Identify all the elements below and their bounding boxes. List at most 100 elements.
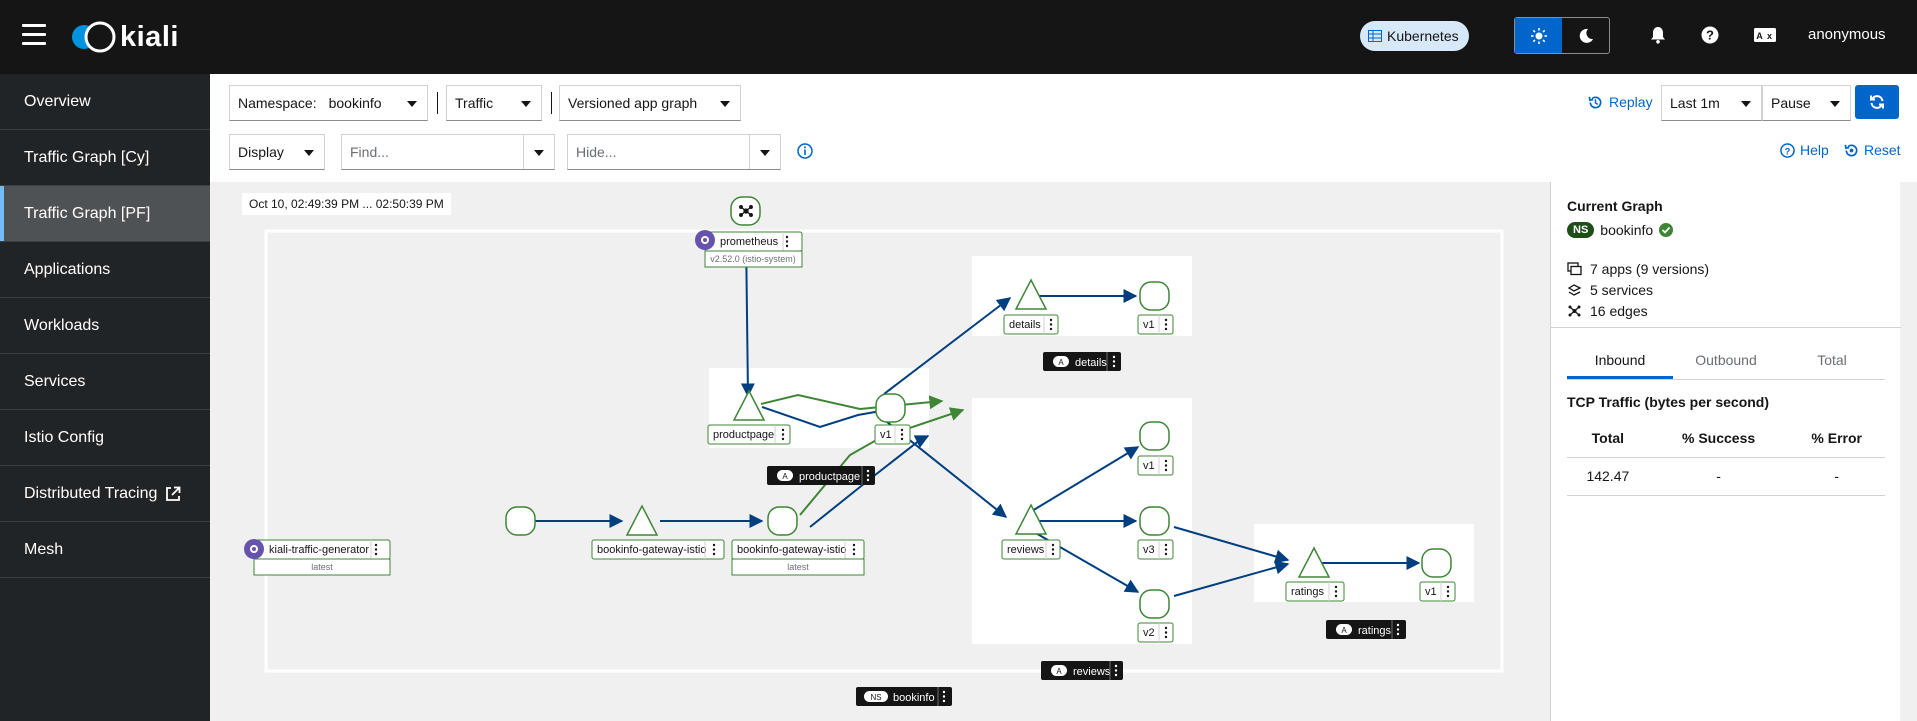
- info-icon[interactable]: [797, 143, 813, 159]
- node-productpage-service[interactable]: productpage: [707, 389, 791, 445]
- tab-outbound[interactable]: Outbound: [1695, 352, 1757, 368]
- kebab-icon[interactable]: [1164, 626, 1168, 639]
- node-reviews-service[interactable]: reviews: [1001, 503, 1061, 560]
- light-theme-button[interactable]: [1515, 18, 1562, 53]
- sidebar-item-label: Mesh: [24, 540, 64, 558]
- kebab-icon[interactable]: [785, 235, 789, 248]
- user-menu[interactable]: anonymous: [1808, 26, 1886, 43]
- box-label-details[interactable]: A details: [1043, 352, 1121, 371]
- find-input[interactable]: Find...: [341, 134, 555, 170]
- kebab-icon[interactable]: [781, 428, 785, 441]
- namespace-select-value: bookinfo: [328, 95, 382, 111]
- hamburger-menu-icon[interactable]: [22, 24, 46, 46]
- divider: [437, 92, 438, 114]
- logo-text: kiali: [120, 20, 179, 53]
- table-header: Total: [1567, 419, 1649, 458]
- box-label-reviews[interactable]: A reviews: [1041, 661, 1123, 680]
- kebab-icon[interactable]: [1051, 543, 1055, 556]
- kebab-icon[interactable]: [900, 428, 904, 441]
- box-label-productpage[interactable]: A productpage: [767, 466, 875, 485]
- edge-gateway-productpage[interactable]: [809, 435, 930, 528]
- edge-productpage-details[interactable]: [883, 297, 1012, 395]
- sidebar-item-mesh[interactable]: Mesh: [0, 522, 210, 578]
- reset-label: Reset: [1864, 142, 1901, 158]
- node-version: latest: [311, 562, 333, 572]
- node-kiali-traffic-generator[interactable]: kiali-traffic-generator latest: [244, 506, 536, 576]
- sidebar-item-applications[interactable]: Applications: [0, 242, 210, 298]
- sidebar-item-distributed-tracing[interactable]: Distributed Tracing: [0, 466, 210, 522]
- kebab-icon[interactable]: [1396, 623, 1400, 636]
- tcp-traffic-table: Total % Success % Error 142.47 - -: [1567, 419, 1885, 496]
- node-ratings-service[interactable]: ratings: [1285, 546, 1345, 602]
- edge-v3-ratings[interactable]: [1173, 526, 1290, 564]
- node-prometheus[interactable]: prometheus v2.52.0 (istio-system): [695, 196, 803, 268]
- display-select[interactable]: Display: [229, 134, 325, 170]
- traffic-select[interactable]: Traffic: [446, 85, 542, 121]
- dark-theme-button[interactable]: [1562, 18, 1609, 53]
- box-label-ratings[interactable]: A ratings: [1326, 620, 1406, 639]
- history-icon: [1588, 95, 1602, 108]
- duration-select[interactable]: Last 1m: [1661, 85, 1762, 121]
- namespace-name[interactable]: bookinfo: [1600, 222, 1654, 238]
- apps-count: 7 apps (9 versions): [1567, 261, 1709, 277]
- kebab-icon[interactable]: [1334, 585, 1338, 598]
- node-label: ratings: [1291, 586, 1325, 598]
- node-details-v1[interactable]: v1: [1137, 281, 1174, 335]
- kebab-icon[interactable]: [1164, 459, 1168, 472]
- kebab-icon[interactable]: [1049, 318, 1053, 331]
- traffic-graph-canvas[interactable]: prometheus v2.52.0 (istio-system) kiali-…: [230, 182, 1550, 721]
- graph-toolbar: Namespace: bookinfo Traffic Versioned ap…: [210, 74, 1917, 182]
- namespace-select[interactable]: Namespace: bookinfo: [229, 85, 428, 121]
- kebab-icon[interactable]: [866, 469, 870, 482]
- kiali-logo[interactable]: kiali: [70, 20, 179, 54]
- sidebar-item-traffic-graph-pf[interactable]: Traffic Graph [PF]: [0, 186, 210, 242]
- caret-down-icon: [1741, 101, 1751, 107]
- tab-total[interactable]: Total: [1817, 352, 1847, 368]
- node-label: reviews: [1007, 544, 1045, 556]
- reset-button[interactable]: Reset: [1844, 142, 1901, 158]
- divider: [749, 135, 750, 169]
- node-productpage-v1[interactable]: v1: [874, 393, 911, 445]
- sidebar-item-traffic-graph-cy[interactable]: Traffic Graph [Cy]: [0, 130, 210, 186]
- replay-button[interactable]: Replay: [1588, 94, 1653, 110]
- sidebar-item-services[interactable]: Services: [0, 354, 210, 410]
- caret-down-icon[interactable]: [534, 150, 544, 156]
- refresh-button[interactable]: [1855, 85, 1899, 119]
- node-reviews-v3[interactable]: v3: [1137, 506, 1174, 560]
- box-label-namespace[interactable]: NS bookinfo: [856, 687, 952, 706]
- node-label: v1: [880, 429, 892, 441]
- caret-down-icon[interactable]: [760, 150, 770, 156]
- kebab-icon[interactable]: [1114, 664, 1118, 677]
- kebab-icon[interactable]: [712, 543, 716, 556]
- kebab-icon[interactable]: [1164, 543, 1168, 556]
- graph-type-select[interactable]: Versioned app graph: [559, 85, 741, 121]
- namespace-box: [264, 229, 1504, 673]
- kebab-icon[interactable]: [374, 543, 378, 556]
- help-icon[interactable]: ?: [1699, 24, 1721, 46]
- kebab-icon[interactable]: [1446, 585, 1450, 598]
- refresh-interval-select[interactable]: Pause: [1762, 85, 1851, 121]
- node-reviews-v1[interactable]: v1: [1137, 421, 1174, 476]
- help-button[interactable]: ? Help: [1780, 142, 1829, 158]
- notifications-bell-icon[interactable]: [1647, 24, 1669, 46]
- hide-input[interactable]: Hide...: [567, 134, 781, 170]
- node-bookinfo-gateway-istio-workload[interactable]: bookinfo-gateway-istio latest: [731, 506, 865, 576]
- edge-reviews-v1[interactable]: [1026, 446, 1140, 515]
- sidebar-item-istio-config[interactable]: Istio Config: [0, 410, 210, 466]
- node-bookinfo-gateway-istio-service[interactable]: bookinfo-gateway-istio: [591, 504, 725, 560]
- node-ratings-v1[interactable]: v1: [1419, 548, 1456, 602]
- graph-type-value: Versioned app graph: [568, 95, 698, 111]
- node-details-service[interactable]: details: [1003, 278, 1059, 335]
- kebab-icon[interactable]: [942, 690, 946, 703]
- kebab-icon[interactable]: [1112, 355, 1116, 368]
- sidebar-item-overview[interactable]: Overview: [0, 74, 210, 130]
- kebab-icon[interactable]: [1164, 318, 1168, 331]
- topology-icon: [1568, 305, 1581, 317]
- tab-inbound[interactable]: Inbound: [1567, 342, 1673, 379]
- node-reviews-v2[interactable]: v2: [1137, 589, 1174, 643]
- edge-v2-ratings[interactable]: [1173, 560, 1290, 597]
- sidebar-item-workloads[interactable]: Workloads: [0, 298, 210, 354]
- kebab-icon[interactable]: [852, 543, 856, 556]
- edge-reviews-v2[interactable]: [1026, 527, 1140, 593]
